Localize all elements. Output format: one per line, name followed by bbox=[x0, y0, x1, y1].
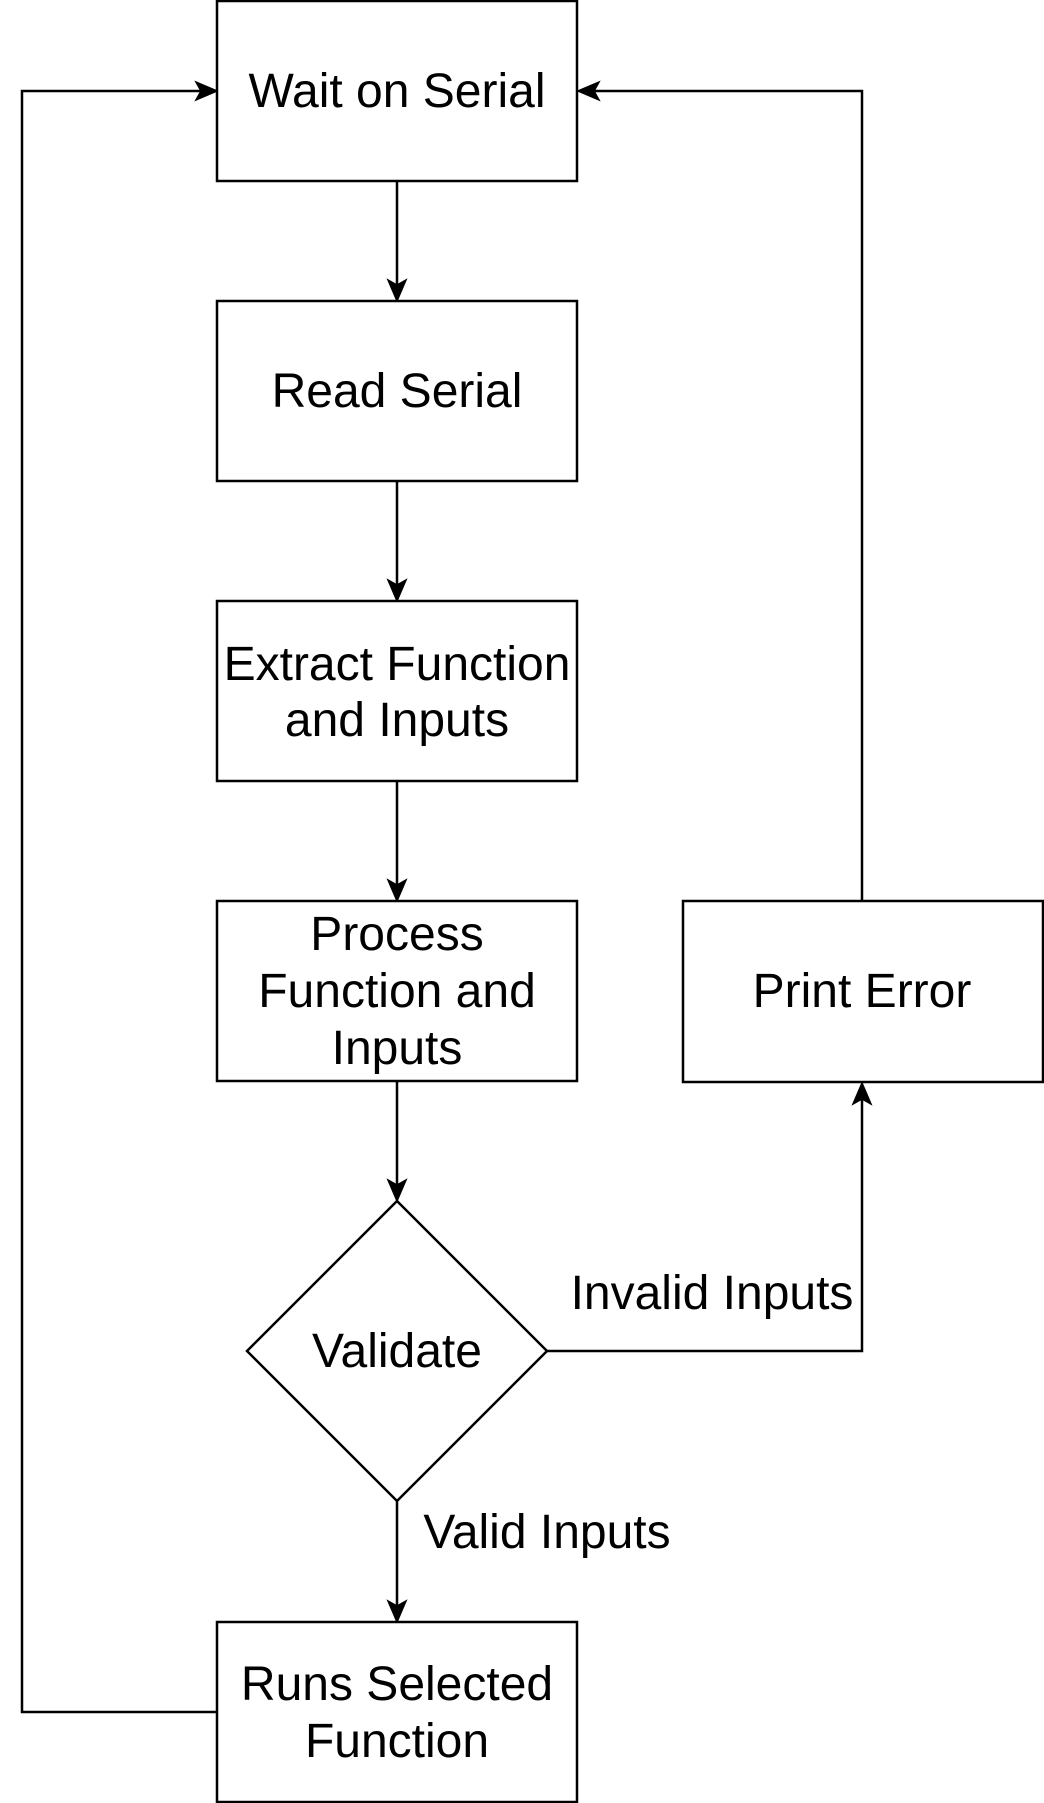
node-process-function-and-inputs: Process Function and Inputs bbox=[215, 899, 579, 1083]
node-validate-decision: Validate bbox=[245, 1199, 549, 1503]
edge-label-valid-inputs: Valid Inputs bbox=[423, 1506, 670, 1559]
edge-validate-to-runs-selected bbox=[386, 1501, 408, 1624]
node-wait-on-serial: Wait on Serial bbox=[215, 0, 579, 183]
edge-label-invalid-inputs: Invalid Inputs bbox=[571, 1267, 854, 1320]
node-print-error-label: Print Error bbox=[753, 965, 972, 1018]
edge-runs-selected-to-wait bbox=[20, 80, 219, 1714]
node-extract-label-line-1: Extract Function bbox=[224, 638, 571, 691]
node-runs-selected-function: Runs Selected Function bbox=[215, 1620, 579, 1803]
node-print-error: Print Error bbox=[681, 899, 1044, 1084]
node-extract-function-and-inputs: Extract Function and Inputs bbox=[215, 599, 579, 783]
node-wait-on-serial-label: Wait on Serial bbox=[249, 65, 546, 118]
node-process-label-line-1: Process bbox=[310, 908, 483, 961]
node-read-serial-label: Read Serial bbox=[272, 365, 523, 418]
node-process-label-line-2: Function and bbox=[258, 965, 536, 1018]
edge-validate-to-print-error bbox=[546, 1081, 873, 1353]
edge-process-to-validate bbox=[386, 1081, 408, 1203]
node-runs-selected-label-line-2: Function bbox=[305, 1715, 489, 1768]
node-validate-label: Validate bbox=[312, 1325, 482, 1378]
node-runs-selected-label-line-1: Runs Selected bbox=[241, 1658, 553, 1711]
node-read-serial: Read Serial bbox=[215, 299, 579, 483]
node-process-label-line-3: Inputs bbox=[332, 1022, 463, 1075]
edge-read-to-extract bbox=[386, 481, 408, 603]
edge-print-error-to-wait bbox=[576, 80, 864, 901]
node-extract-label-line-2: and Inputs bbox=[285, 694, 509, 747]
edge-extract-to-process bbox=[386, 781, 408, 903]
edge-wait-to-read bbox=[386, 181, 408, 303]
